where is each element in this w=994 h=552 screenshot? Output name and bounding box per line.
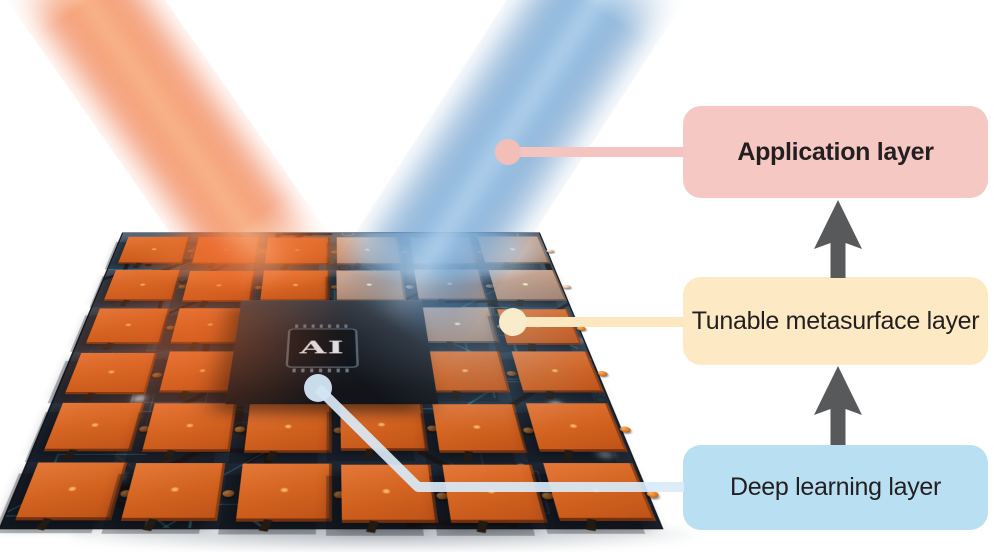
ai-chip-label: AI — [299, 337, 346, 358]
metasurface-patch — [121, 462, 236, 531]
metasurface-patch — [488, 270, 572, 307]
metasurface-patch — [419, 307, 507, 349]
metasurface-patch — [511, 351, 609, 400]
metasurface-patch — [64, 353, 163, 402]
metasurface-patch — [477, 236, 556, 269]
metasurface-patch — [336, 270, 415, 307]
metasurface-patch — [243, 404, 344, 462]
metasurface-patch — [141, 403, 246, 461]
tunable-metasurface-layer-box: Tunable metasurface layer — [683, 277, 988, 365]
metasurface-patch — [235, 463, 346, 532]
metasurface-patch — [442, 464, 555, 534]
metasurface-patch — [496, 309, 587, 352]
application-layer-label: Application layer — [737, 137, 934, 166]
metasurface-patch — [191, 237, 268, 269]
metasurface-patch — [341, 464, 449, 534]
metasurface-patch — [423, 351, 518, 400]
metasurface-patch — [85, 308, 176, 351]
metasurface-patch — [542, 463, 660, 532]
metasurface-patch — [43, 402, 151, 460]
deep-learning-layer-label: Deep learning layer — [729, 473, 942, 501]
deep-learning-layer-box: Deep learning layer — [683, 445, 988, 530]
ai-chip: AI — [285, 328, 359, 368]
metasurface-patch — [103, 270, 188, 307]
metasurface-patch — [14, 462, 133, 531]
metasurface-patch — [336, 237, 410, 269]
application-layer-box: Application layer — [683, 106, 988, 198]
metasurface-patch — [432, 404, 535, 462]
tunable-metasurface-layer-label: Tunable metasurface layer — [691, 306, 980, 335]
metasurface-patch — [260, 270, 340, 307]
metasurface-patch — [340, 402, 439, 460]
metasurface-patch — [525, 403, 632, 461]
metasurface-patch — [409, 237, 486, 270]
board-surface: AI — [1, 233, 661, 534]
metasurface-patch — [182, 270, 264, 308]
ai-chip-platform: AI — [225, 300, 439, 405]
metasurface-patch — [264, 237, 339, 270]
metasurface-patch — [117, 236, 196, 269]
metasurface-patch — [414, 269, 495, 306]
